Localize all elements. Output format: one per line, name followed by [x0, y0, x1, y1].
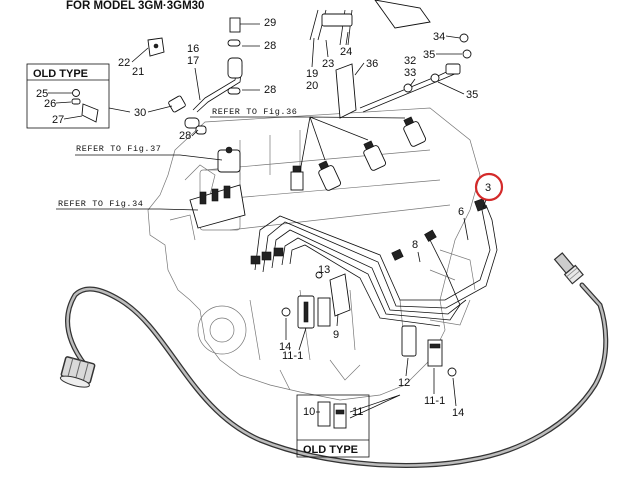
svg-text:16: 16	[187, 43, 199, 55]
fuel-injection-pump	[189, 146, 246, 229]
highlight-circle	[474, 172, 504, 202]
svg-text:28: 28	[264, 40, 276, 52]
svg-text:19: 19	[306, 68, 318, 80]
svg-text:25: 25	[36, 88, 48, 100]
svg-text:29: 29	[264, 17, 276, 29]
highlighted-callout-3[interactable]: 3	[474, 172, 504, 209]
svg-text:27: 27	[52, 114, 64, 126]
pipe-clamps	[281, 271, 457, 377]
injector-group	[290, 116, 427, 191]
leak-off-pipe	[147, 0, 472, 135]
injection-pipe-photo	[59, 252, 609, 468]
svg-text:13: 13	[318, 264, 330, 276]
svg-text:14: 14	[279, 341, 291, 353]
svg-text:11-1: 11-1	[424, 395, 445, 407]
svg-text:32: 32	[404, 55, 416, 67]
svg-text:22: 22	[118, 57, 130, 69]
svg-text:11: 11	[352, 406, 363, 418]
diagram-title: FOR MODEL 3GM·3GM30	[66, 0, 204, 12]
svg-text:11-1: 11-1	[282, 350, 303, 362]
reference-fig37: REFER TO Fig.37	[75, 144, 223, 161]
svg-text:28: 28	[264, 84, 276, 96]
svg-text:21: 21	[132, 66, 144, 78]
svg-text:24: 24	[340, 46, 352, 58]
svg-text:34: 34	[433, 31, 445, 43]
svg-text:OLD TYPE: OLD TYPE	[303, 444, 358, 456]
callout-labels: 29 28 28 28 24 23 19 20 22 21 16 17 25 2…	[36, 17, 478, 419]
svg-text:30: 30	[134, 107, 146, 119]
injection-pipe-bundle	[250, 198, 498, 327]
svg-text:9: 9	[333, 329, 339, 341]
svg-text:REFER TO Fig.36: REFER TO Fig.36	[212, 107, 298, 117]
old-type-box-bottom: OLD TYPE	[296, 394, 401, 458]
svg-text:8: 8	[412, 239, 418, 251]
svg-text:OLD TYPE: OLD TYPE	[33, 68, 88, 80]
old-type-box-top: OLD TYPE	[26, 63, 131, 129]
svg-text:20: 20	[306, 80, 318, 92]
svg-text:17: 17	[187, 55, 199, 67]
svg-text:12: 12	[398, 377, 410, 389]
svg-text:23: 23	[322, 58, 334, 70]
svg-text:33: 33	[404, 67, 416, 79]
svg-text:36: 36	[366, 58, 378, 70]
svg-text:10: 10	[303, 406, 315, 418]
svg-text:26: 26	[44, 98, 56, 110]
svg-text:35: 35	[423, 49, 435, 61]
reference-fig36: REFER TO Fig.36	[210, 107, 406, 173]
svg-text:REFER TO Fig.37: REFER TO Fig.37	[76, 144, 162, 154]
svg-text:28: 28	[179, 130, 191, 142]
svg-text:14: 14	[452, 407, 464, 419]
svg-text:35: 35	[466, 89, 478, 101]
reference-fig34: REFER TO Fig.34	[56, 199, 199, 211]
callout-3-label: 3	[485, 182, 491, 194]
svg-text:REFER TO Fig.34: REFER TO Fig.34	[58, 199, 144, 209]
svg-text:6: 6	[458, 206, 464, 218]
